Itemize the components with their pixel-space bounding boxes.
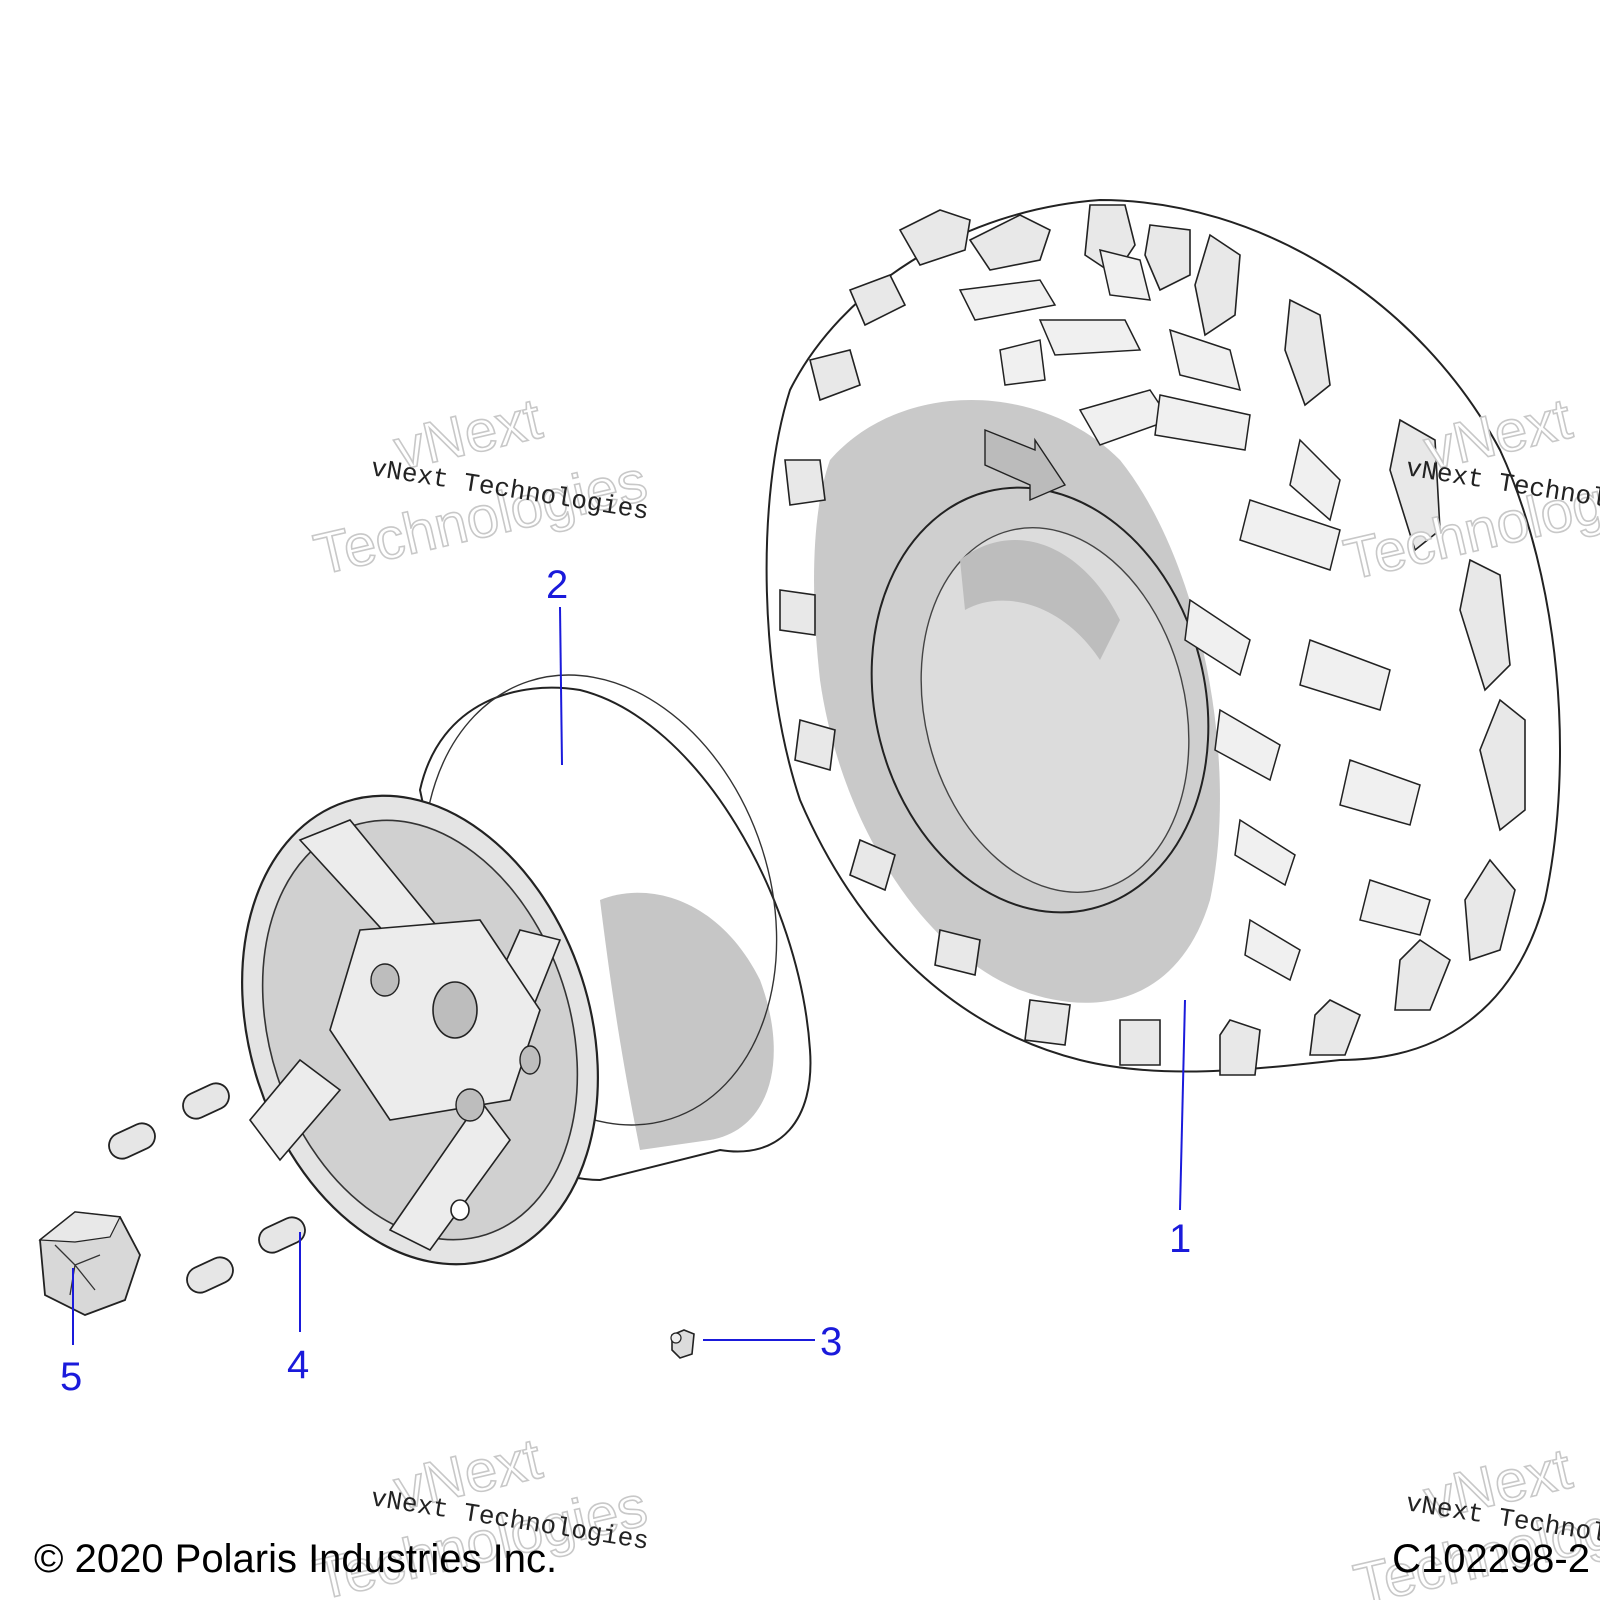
- figure-code: C102298-2: [1392, 1537, 1590, 1581]
- leader-line-2: [559, 606, 563, 766]
- valve-stem-part: [670, 1329, 695, 1359]
- leader-line-1: [1179, 999, 1186, 1211]
- callout-5: 5: [60, 1355, 82, 1399]
- callout-2: 2: [546, 563, 568, 607]
- lug-nut-part: [108, 1082, 306, 1294]
- watermark-top-left: vNext Technologies vNext Technologies: [308, 385, 654, 588]
- callout-1: 1: [1169, 1217, 1191, 1261]
- copyright-notice: © 2020 Polaris Industries Inc.: [34, 1537, 557, 1581]
- watermark-top-right: vNext Technologies vNext Technologies: [1338, 385, 1600, 593]
- tire-part: [765, 198, 1561, 1076]
- callout-4: 4: [287, 1343, 309, 1387]
- center-cap-part: [38, 1211, 141, 1316]
- wheel-rim-part: [241, 674, 812, 1266]
- callout-3: 3: [820, 1320, 842, 1364]
